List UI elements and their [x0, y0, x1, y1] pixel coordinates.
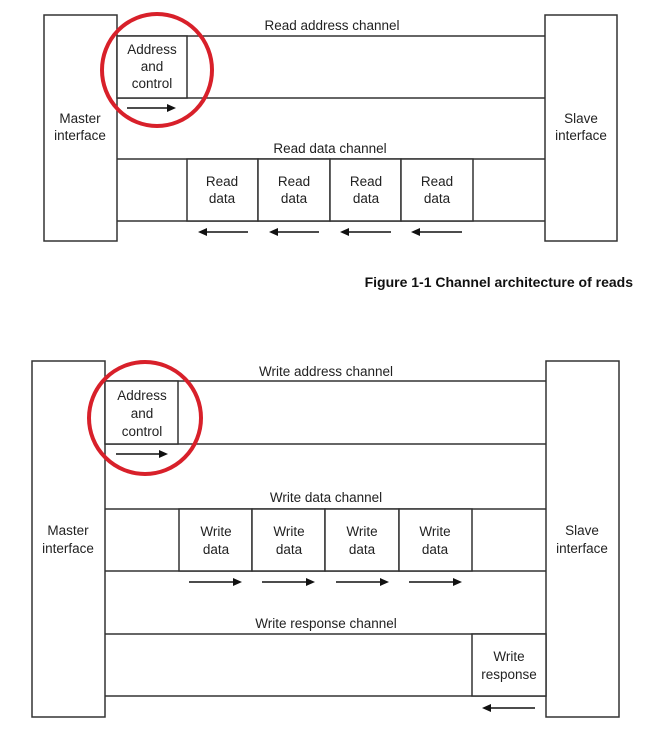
write-diagram: Master interface Slave interface Write a…: [31, 360, 620, 718]
read-address-block-line2: and: [141, 59, 164, 74]
read-data-block-4-line1: Read: [421, 174, 453, 189]
write-highlight-circle: [87, 360, 203, 476]
write-data-channel-label: Write data channel: [270, 490, 382, 505]
read-address-block-line3: control: [132, 76, 173, 91]
write-address-block-line3: control: [122, 424, 163, 439]
read-highlight-circle: [100, 12, 214, 128]
write-response-block-line1: Write: [493, 649, 524, 664]
write-data-block-4-line2: data: [422, 542, 449, 557]
write-master-box: [31, 360, 106, 718]
read-data-block: [257, 158, 331, 222]
write-address-control-block: [104, 380, 179, 445]
write-data-block: [251, 508, 326, 572]
read-slave-label-line2: interface: [555, 128, 607, 143]
write-data-block-4-line1: Write: [419, 524, 450, 539]
read-data-block: [186, 158, 259, 222]
read-master-label-line1: Master: [59, 111, 101, 126]
read-slave-box: [544, 14, 618, 242]
read-data-arrow-4-head: [411, 228, 420, 236]
write-data-block-1-line1: Write: [200, 524, 231, 539]
write-data-block-3-line1: Write: [346, 524, 377, 539]
write-response-channel-label: Write response channel: [255, 616, 397, 631]
write-address-arrow-head: [159, 450, 168, 458]
read-address-arrow-head: [167, 104, 176, 112]
write-data-arrow-2-head: [306, 578, 315, 586]
write-slave-label-line2: interface: [556, 541, 608, 556]
read-data-block-2-line1: Read: [278, 174, 310, 189]
write-data-block-3-line2: data: [349, 542, 376, 557]
write-response-block-line2: response: [481, 667, 537, 682]
read-address-control-block: [116, 35, 188, 99]
read-data-block-3-line2: data: [353, 191, 380, 206]
read-data-channel-label: Read data channel: [273, 141, 386, 156]
read-master-label-line2: interface: [54, 128, 106, 143]
write-address-block-line2: and: [131, 406, 154, 421]
read-figure-caption: Figure 1-1 Channel architecture of reads: [365, 274, 634, 290]
read-data-block-4-line2: data: [424, 191, 451, 206]
read-data-arrow-3-head: [340, 228, 349, 236]
write-response-arrow-head: [482, 704, 491, 712]
write-master-label-line1: Master: [47, 523, 89, 538]
write-data-block-2-line2: data: [276, 542, 303, 557]
read-data-block-1-line2: data: [209, 191, 236, 206]
write-response-block: [471, 633, 547, 697]
write-data-arrow-1-head: [233, 578, 242, 586]
write-data-block: [178, 508, 253, 572]
write-data-arrow-3-head: [380, 578, 389, 586]
write-data-block: [324, 508, 400, 572]
read-data-block-3-line1: Read: [350, 174, 382, 189]
write-master-label-line2: interface: [42, 541, 94, 556]
write-data-arrow-4-head: [453, 578, 462, 586]
read-data-arrow-1-head: [198, 228, 207, 236]
write-data-block-1-line2: data: [203, 542, 230, 557]
read-diagram: Master interface Slave interface Read ad…: [43, 12, 634, 290]
read-slave-label-line1: Slave: [564, 111, 598, 126]
write-slave-label-line1: Slave: [565, 523, 599, 538]
read-data-arrow-2-head: [269, 228, 278, 236]
write-slave-box: [545, 360, 620, 718]
write-address-channel-label: Write address channel: [259, 364, 393, 379]
read-data-block-2-line2: data: [281, 191, 308, 206]
read-data-block: [329, 158, 402, 222]
read-data-block: [400, 158, 474, 222]
write-data-block-2-line1: Write: [273, 524, 304, 539]
read-address-block-line1: Address: [127, 42, 177, 57]
write-data-block: [398, 508, 473, 572]
read-data-block-1-line1: Read: [206, 174, 238, 189]
read-address-channel-label: Read address channel: [264, 18, 399, 33]
write-address-block-line1: Address: [117, 388, 167, 403]
